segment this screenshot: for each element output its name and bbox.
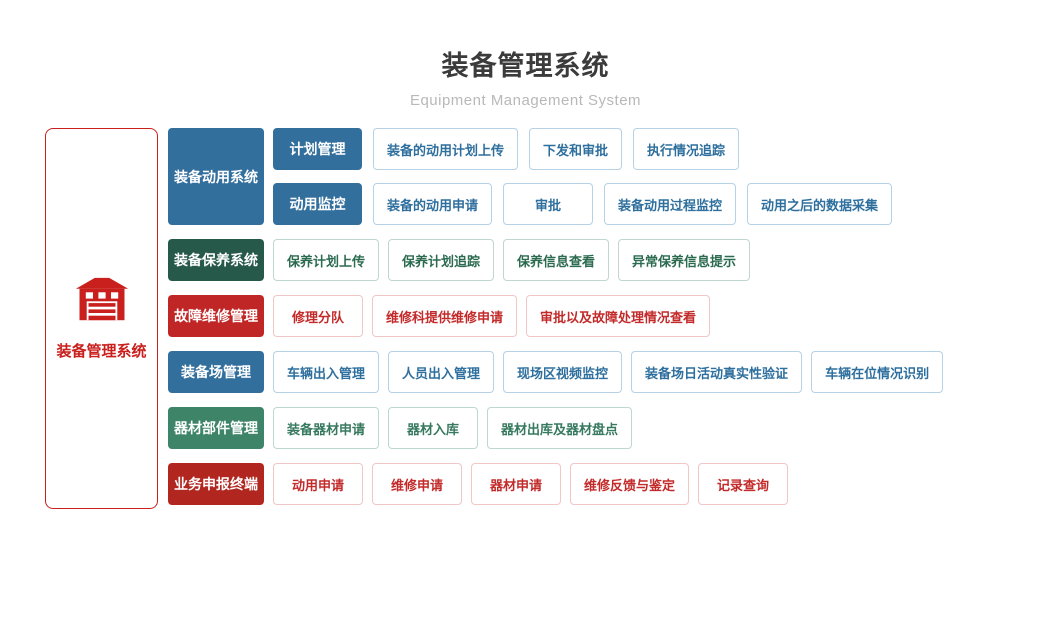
section-4: 装备场管理车辆出入管理人员出入管理现场区视频监控装备场日活动真实性验证车辆在位情… — [168, 351, 944, 393]
function-node: 器材出库及器材盘点 — [487, 407, 633, 449]
sub-row: 动用监控装备的动用申请审批装备动用过程监控动用之后的数据采集 — [273, 183, 893, 225]
subsystem-node: 器材部件管理 — [168, 407, 264, 449]
root-node: 装备管理系统 — [45, 128, 158, 509]
function-node: 异常保养信息提示 — [618, 239, 751, 281]
function-node: 修理分队 — [273, 295, 363, 337]
garage-icon — [75, 277, 129, 327]
subsystem-node: 故障维修管理 — [168, 295, 264, 337]
sub-row: 计划管理装备的动用计划上传下发和审批执行情况追踪 — [273, 128, 892, 170]
page-subtitle: Equipment Management System — [409, 92, 642, 109]
module-node: 计划管理 — [273, 128, 362, 170]
function-node: 动用之后的数据采集 — [747, 183, 893, 225]
function-node: 维修科提供维修申请 — [372, 295, 518, 337]
function-node: 保养信息查看 — [503, 239, 610, 281]
subsystem-node: 业务申报终端 — [168, 463, 264, 505]
subsystem-node: 装备保养系统 — [168, 239, 264, 281]
function-node: 器材入库 — [388, 407, 479, 449]
section-2: 装备保养系统保养计划上传保养计划追踪保养信息查看异常保养信息提示 — [168, 239, 943, 281]
function-node: 保养计划追踪 — [388, 239, 495, 281]
function-node: 维修申请 — [372, 463, 462, 505]
page-header: 装备管理系统 Equipment Management System — [0, 44, 1051, 109]
function-node: 装备场日活动真实性验证 — [631, 351, 803, 393]
function-node: 动用申请 — [273, 463, 363, 505]
root-node-label: 装备管理系统 — [56, 342, 147, 360]
function-node: 车辆出入管理 — [273, 351, 380, 393]
function-node: 车辆在位情况识别 — [811, 351, 944, 393]
sub-rows: 计划管理装备的动用计划上传下发和审批执行情况追踪动用监控装备的动用申请审批装备动… — [273, 128, 893, 225]
section-5: 器材部件管理装备器材申请器材入库器材出库及器材盘点 — [168, 407, 943, 449]
function-node: 审批 — [503, 183, 594, 225]
function-node: 装备动用过程监控 — [604, 183, 737, 225]
function-node: 现场区视频监控 — [503, 351, 623, 393]
function-node: 记录查询 — [698, 463, 789, 505]
function-node: 审批以及故障处理情况查看 — [526, 295, 711, 337]
subsystem-node: 装备场管理 — [168, 351, 264, 393]
module-node: 动用监控 — [273, 183, 362, 225]
function-node: 装备的动用计划上传 — [373, 128, 519, 170]
function-node: 维修反馈与鉴定 — [570, 463, 690, 505]
sections: 装备动用系统计划管理装备的动用计划上传下发和审批执行情况追踪动用监控装备的动用申… — [168, 128, 944, 505]
function-node: 装备的动用申请 — [373, 183, 493, 225]
function-node: 装备器材申请 — [273, 407, 380, 449]
section-1: 装备动用系统计划管理装备的动用计划上传下发和审批执行情况追踪动用监控装备的动用申… — [168, 128, 943, 225]
function-node: 保养计划上传 — [273, 239, 380, 281]
diagram: 装备管理系统 装备动用系统计划管理装备的动用计划上传下发和审批执行情况追踪动用监… — [45, 128, 944, 509]
function-node: 执行情况追踪 — [633, 128, 740, 170]
function-node: 下发和审批 — [529, 128, 623, 170]
function-node: 器材申请 — [471, 463, 561, 505]
page-title: 装备管理系统 — [441, 51, 610, 81]
section-3: 故障维修管理修理分队维修科提供维修申请审批以及故障处理情况查看 — [168, 295, 943, 337]
subsystem-node: 装备动用系统 — [168, 128, 264, 225]
function-node: 人员出入管理 — [388, 351, 495, 393]
section-6: 业务申报终端动用申请维修申请器材申请维修反馈与鉴定记录查询 — [168, 463, 943, 505]
